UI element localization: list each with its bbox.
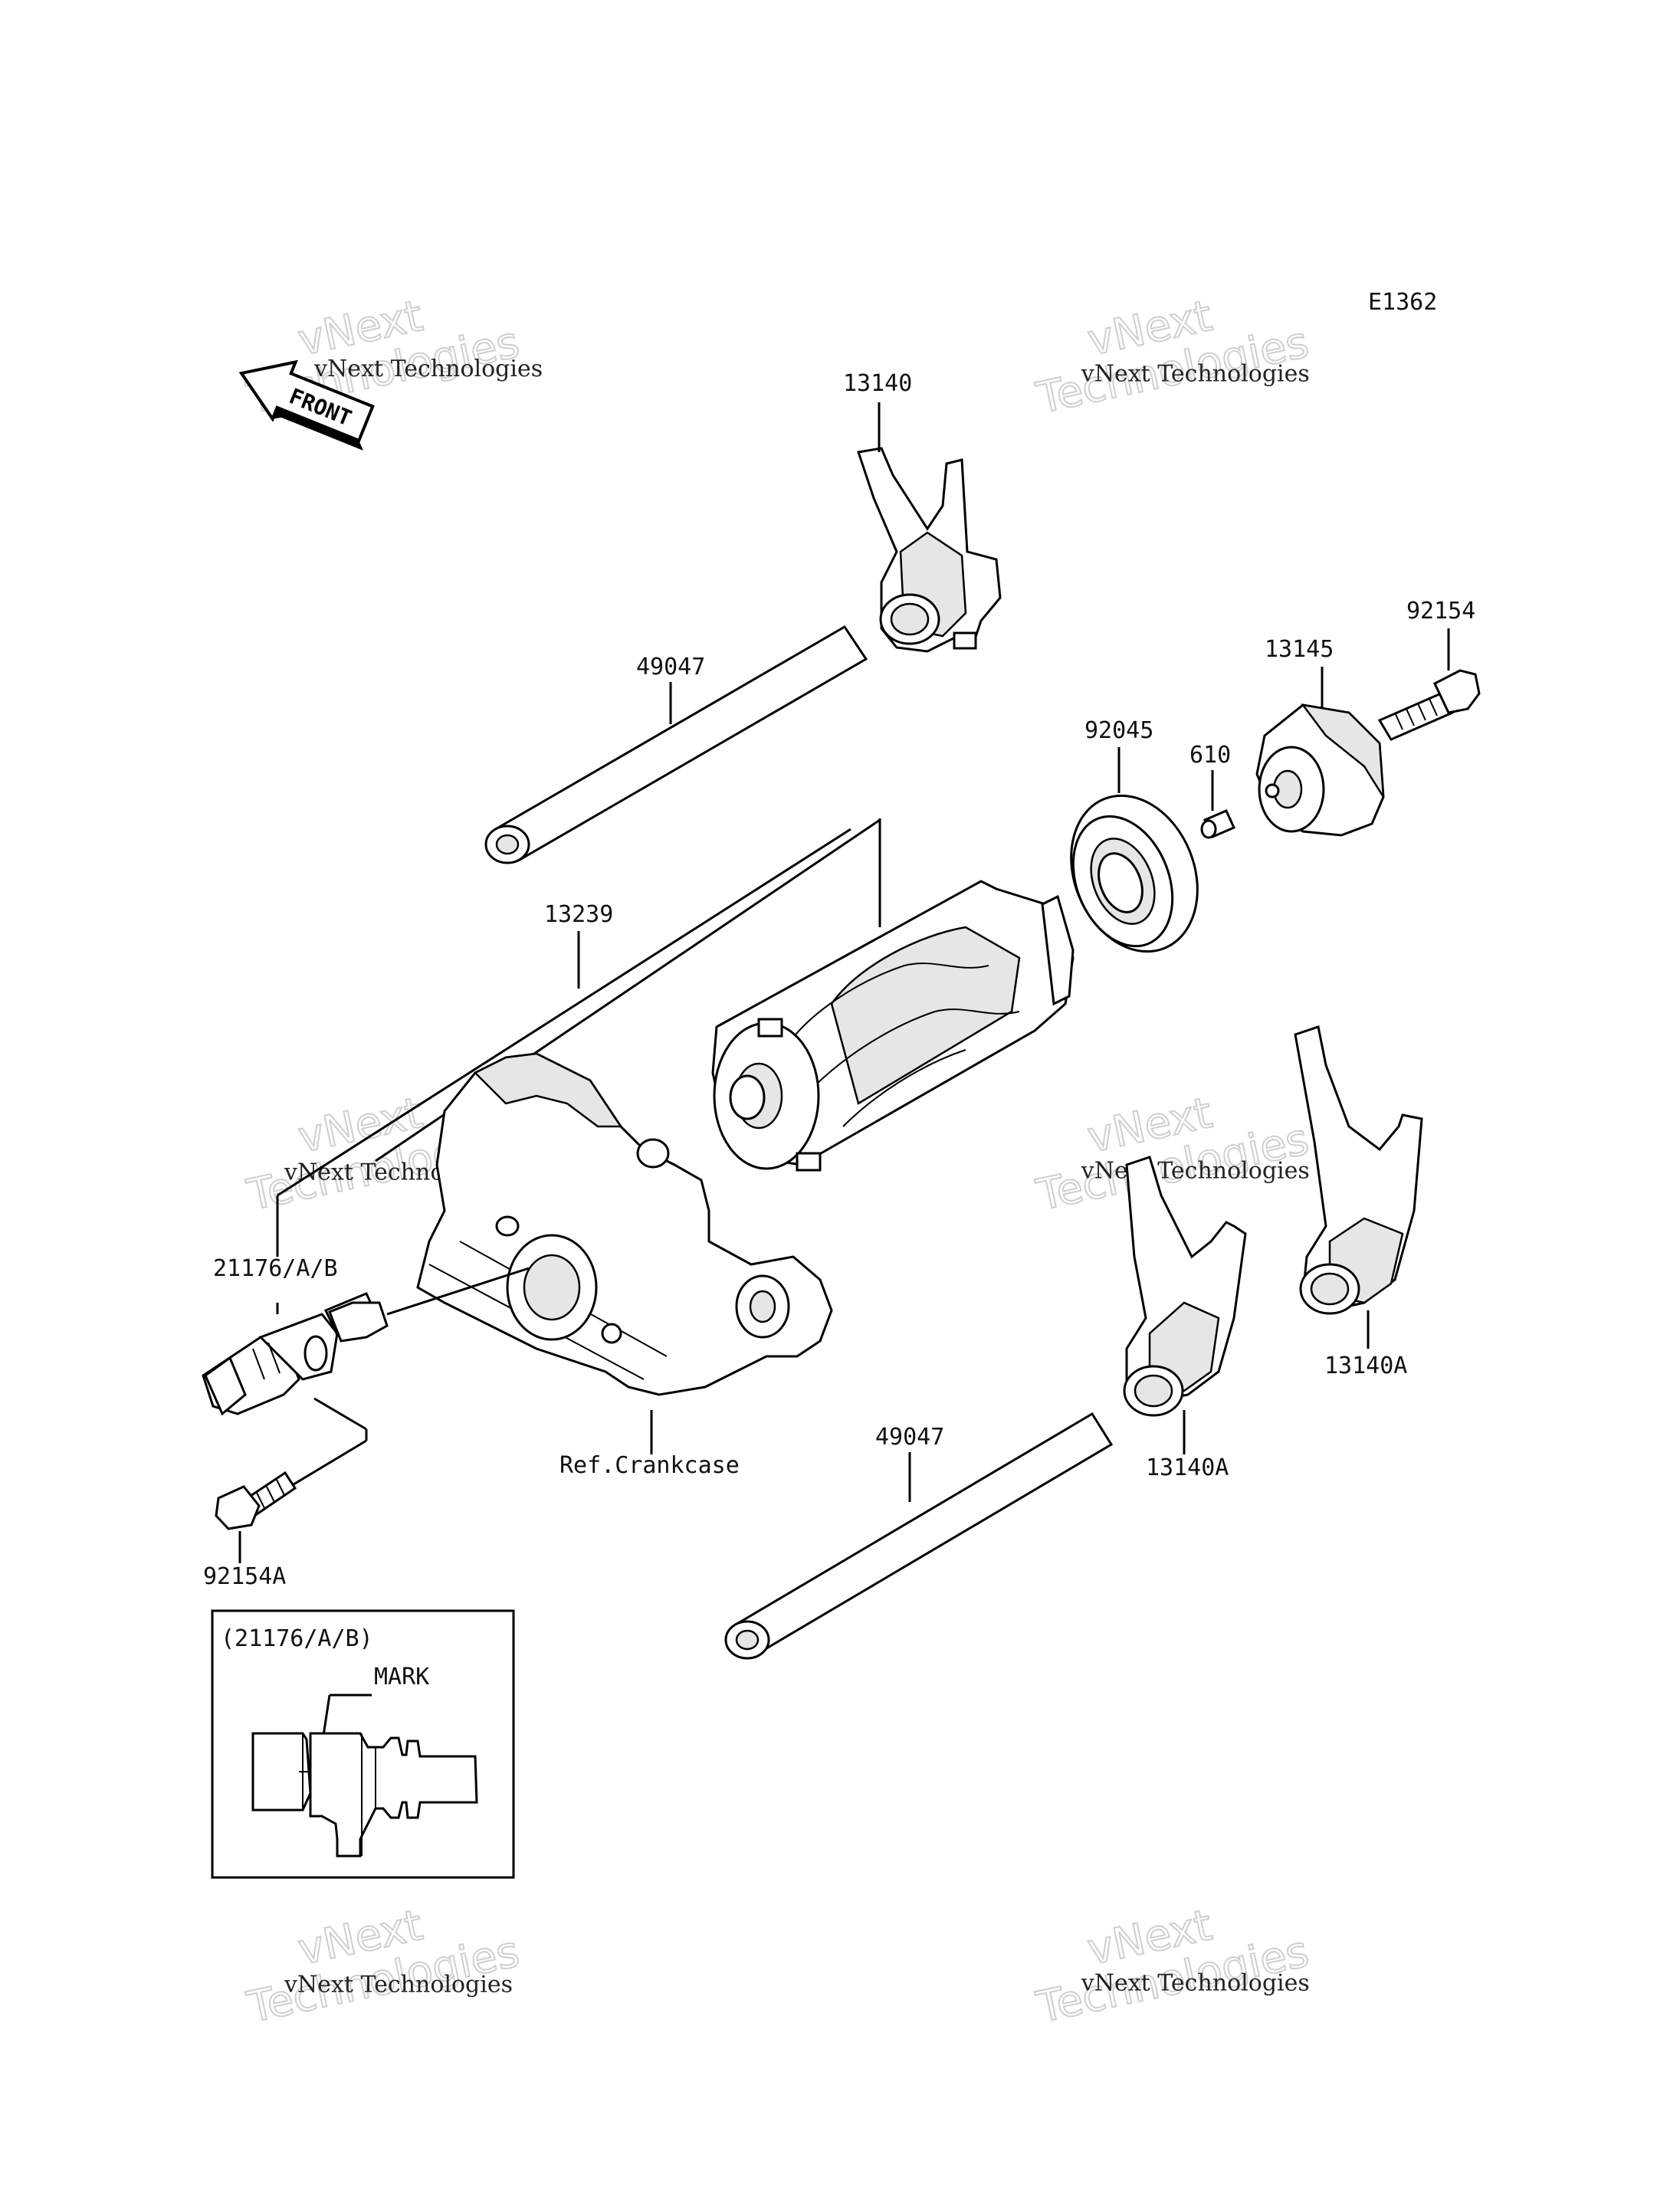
shaft-49047-bottom (724, 1412, 1114, 1660)
label-13140A-right: 13140A (1324, 1353, 1407, 1379)
diagram-code: E1362 (1368, 289, 1437, 316)
shift-fork-13140A-right (1294, 1025, 1423, 1315)
shift-fork-13140A-mid (1123, 1156, 1247, 1417)
inset-mark-label: MARK (374, 1664, 429, 1690)
label-49047-top: 49047 (636, 654, 705, 680)
label-92154: 92154 (1406, 598, 1475, 625)
label-92045: 92045 (1084, 717, 1153, 744)
pin-610 (1200, 809, 1235, 839)
label-ref-crankcase: Ref.Crankcase (559, 1452, 740, 1479)
leader-21176-bolt-a (313, 1397, 367, 1431)
label-13140A-mid: 13140A (1146, 1454, 1229, 1481)
label-13140: 13140 (843, 370, 912, 397)
label-13145: 13145 (1265, 636, 1334, 663)
shaft-49047-top (484, 625, 868, 864)
inset-title: (21176/A/B) (221, 1625, 373, 1652)
watermark-top-right: vNext Technologies vNext Technologies (1032, 290, 1314, 425)
svg-text:vNext Technologies: vNext Technologies (1081, 360, 1310, 387)
bolt-92154 (1377, 669, 1481, 741)
shift-drum-13239 (711, 880, 1075, 1172)
label-610: 610 (1189, 742, 1231, 769)
front-arrow-icon: FRONT (238, 359, 375, 451)
label-21176: 21176/A/B (213, 1255, 338, 1282)
leader-21176-link (386, 1267, 530, 1316)
svg-text:vNext Technologies: vNext Technologies (284, 1971, 513, 1998)
label-13239: 13239 (544, 901, 613, 928)
crankcase-reference (416, 1052, 833, 1396)
svg-text:vNext Technologies: vNext Technologies (1081, 1157, 1310, 1184)
label-92154A: 92154A (203, 1563, 286, 1590)
watermark-bottom-right: vNext Technologies vNext Technologies (1032, 1900, 1314, 2034)
shift-fork-13140 (857, 447, 1002, 653)
svg-text:vNext Technologies: vNext Technologies (1081, 1969, 1310, 1996)
svg-text:vNext Technologies: vNext Technologies (313, 356, 543, 382)
bolt-92154A (215, 1471, 297, 1530)
watermark-bottom-left: vNext Technologies vNext Technologies (242, 1900, 524, 2034)
leader-13239-diag2 (277, 828, 851, 1197)
inset-sensor-detail: (21176/A/B) MARK (211, 1609, 515, 1879)
sensor-21176 (202, 1292, 389, 1416)
label-49047-bottom: 49047 (875, 1424, 944, 1451)
bearing-92045 (1070, 794, 1199, 953)
shift-drum-cam-13145 (1255, 703, 1385, 837)
leader-21176-bolt-c (289, 1439, 367, 1488)
